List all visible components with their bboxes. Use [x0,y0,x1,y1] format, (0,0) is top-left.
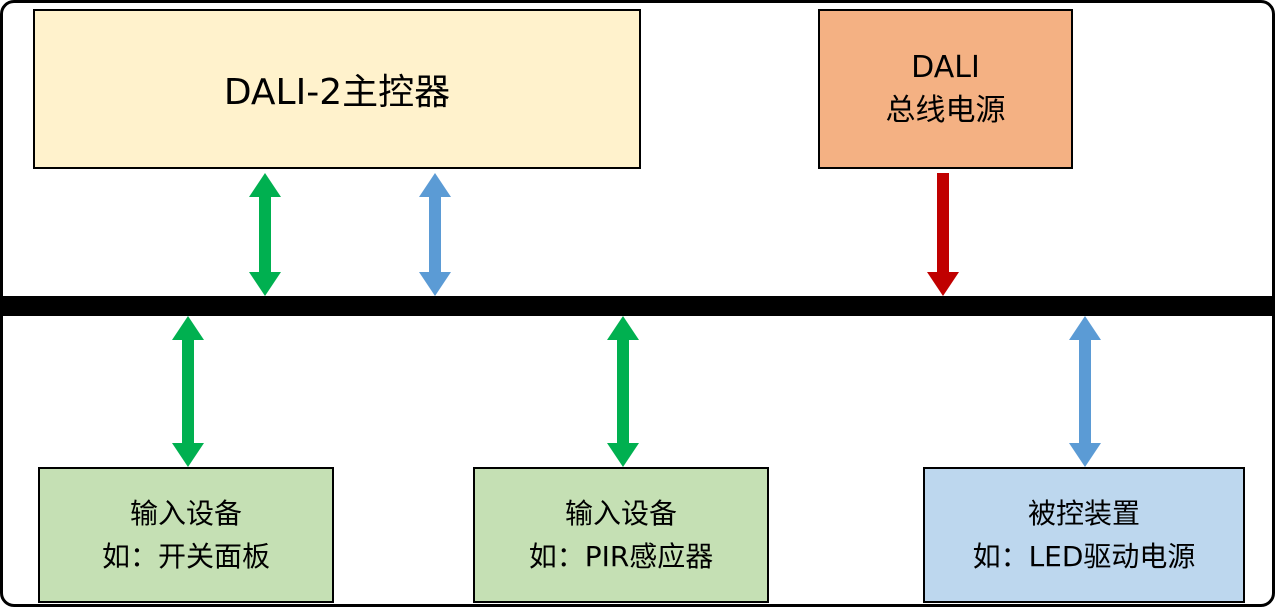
dali-bus-power-box: DALI 总线电源 [818,9,1073,169]
dali-bus-line [3,296,1272,316]
arrow-head-down-icon [249,272,281,296]
arrow-bus-input2-green [607,316,639,467]
arrow-head-up-icon [607,316,639,340]
arrow-head-down-icon [1069,443,1101,467]
dali2-controller-box: DALI-2主控器 [33,9,641,169]
controlled-device-label-line2: 如：LED驱动电源 [972,540,1196,573]
arrow-shaft [617,338,629,445]
arrow-shaft [259,195,271,274]
arrow-controller-bus-green [249,173,281,296]
input-device-switch-panel-box: 输入设备 如：开关面板 [38,467,334,603]
arrow-head-down-icon [927,272,959,296]
arrow-head-down-icon [419,272,451,296]
input-device-label-line2: 如：开关面板 [101,540,270,573]
arrow-head-up-icon [172,316,204,340]
arrow-head-down-icon [172,443,204,467]
arrow-bus-input1-green [172,316,204,467]
input-device-pir-sensor-box: 输入设备 如：PIR感应器 [473,467,769,603]
arrow-head-up-icon [1069,316,1101,340]
input-device-label-line2: 如：PIR感应器 [528,540,714,573]
dali-bus-power-label-line2: 总线电源 [885,93,1006,128]
arrow-shaft [937,173,949,274]
arrow-shaft [182,338,194,445]
arrow-head-up-icon [249,173,281,197]
arrow-head-up-icon [419,173,451,197]
input-device-label-line1: 输入设备 [129,496,242,530]
arrow-controller-bus-blue [419,173,451,296]
controlled-device-led-driver-box: 被控装置 如：LED驱动电源 [923,467,1245,603]
arrow-head-down-icon [607,443,639,467]
controlled-device-label-line1: 被控装置 [1027,496,1140,530]
dali2-controller-label: DALI-2主控器 [223,72,451,113]
input-device-label-line1: 输入设备 [564,496,677,530]
arrow-shaft [429,195,441,274]
arrow-bus-output-blue [1069,316,1101,467]
dali-bus-power-label-line1: DALI [911,49,980,85]
arrow-power-bus-red [927,173,959,296]
arrow-shaft [1079,338,1091,445]
